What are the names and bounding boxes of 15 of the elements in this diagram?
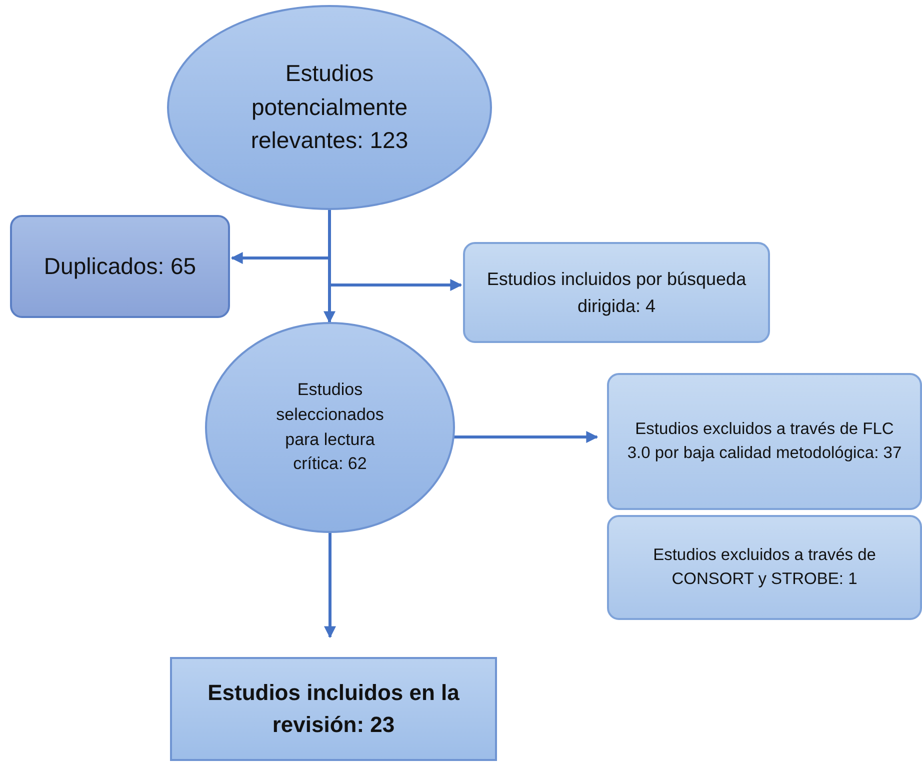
node-text: Estudios seleccionados para lectura crítica: 62 — [275, 379, 385, 476]
node-text: Estudios incluidos en la revisión: 23 — [206, 679, 460, 739]
arrow — [324, 533, 336, 638]
node-text: Estudios potencialmente relevantes: 123 — [250, 59, 410, 156]
process-box — [463, 242, 770, 343]
node-text: Estudios excluidos a través de CONSORT y STROBE: 1 — [652, 544, 877, 590]
arrow — [328, 210, 462, 291]
node-text: Duplicados: 65 — [44, 252, 196, 281]
node-text: Estudios incluidos por búsqueda dirigida: 4 — [486, 268, 748, 318]
process-box — [10, 215, 230, 318]
process-box — [170, 657, 497, 761]
process-box — [607, 373, 922, 510]
process-box — [607, 515, 922, 620]
node-text: Estudios excluidos a través de FLC 3.0 por baja calidad metodológica: 37 — [627, 418, 902, 464]
arrow — [453, 431, 598, 443]
